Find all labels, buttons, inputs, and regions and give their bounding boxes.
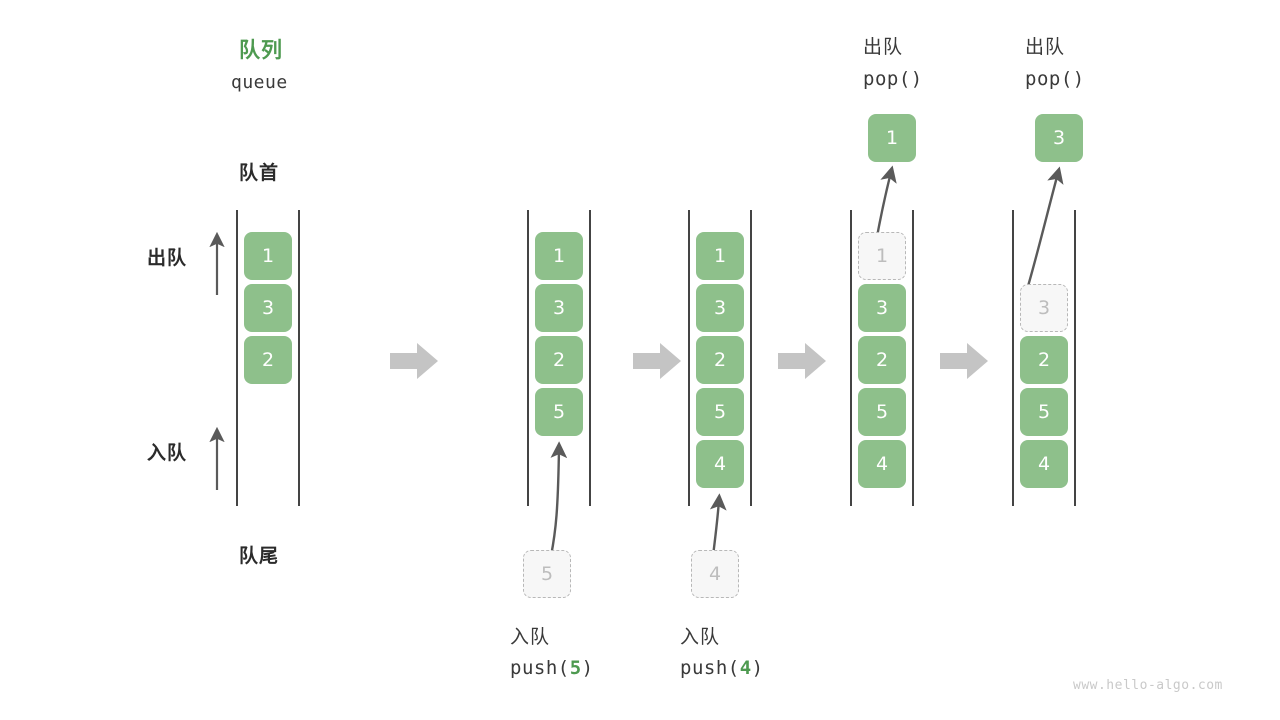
header-pop-1-cn: 出队 <box>863 36 904 58</box>
popped-element-1: 1 <box>868 114 916 162</box>
rail-left <box>850 210 852 506</box>
label-queue-rear: 队尾 <box>239 545 280 567</box>
column-initial-queue: 1 3 2 <box>236 210 300 506</box>
code-prefix: push( <box>510 657 570 679</box>
queue-cell: 2 <box>535 336 583 384</box>
cell-value: 3 <box>713 297 727 319</box>
rail-left <box>1012 210 1014 506</box>
cell-value: 1 <box>875 245 889 267</box>
cell-value: 5 <box>875 401 889 423</box>
queue-cell: 2 <box>1020 336 1068 384</box>
code-arg: 5 <box>569 657 582 679</box>
page-title-cn: 队列 <box>239 38 283 62</box>
cell-value: 1 <box>885 127 899 149</box>
cell-value: 4 <box>1037 453 1051 475</box>
column-queue-after-push-4: 1 3 2 5 4 <box>688 210 752 506</box>
cell-value: 2 <box>875 349 889 371</box>
popped-element-3: 3 <box>1035 114 1083 162</box>
rail-left <box>236 210 238 506</box>
queue-cell: 1 <box>696 232 744 280</box>
cell-value: 3 <box>1037 297 1051 319</box>
rail-right <box>750 210 752 506</box>
step-arrow-icon <box>940 343 988 379</box>
label-enqueue: 入队 <box>147 442 188 464</box>
caption-push-5-cn: 入队 <box>510 626 551 648</box>
queue-cell: 2 <box>244 336 292 384</box>
cell-value: 4 <box>708 563 722 585</box>
watermark: www.hello-algo.com <box>1073 678 1223 693</box>
queue-cell: 4 <box>858 440 906 488</box>
column-queue-after-pop-3: 3 2 5 4 <box>1012 210 1076 506</box>
cell-value: 3 <box>1052 127 1066 149</box>
step-arrow-icon <box>778 343 826 379</box>
queue-cell: 5 <box>535 388 583 436</box>
column-queue-after-pop-1: 1 3 2 5 4 <box>850 210 914 506</box>
column-queue-after-push-5: 1 3 2 5 <box>527 210 591 506</box>
queue-cell: 3 <box>535 284 583 332</box>
push-4-arrow <box>709 493 727 557</box>
label-dequeue: 出队 <box>147 247 188 269</box>
header-pop-3-code: pop() <box>1025 68 1085 90</box>
rail-right <box>589 210 591 506</box>
queue-cell-vacated: 1 <box>858 232 906 280</box>
cell-value: 3 <box>552 297 566 319</box>
cell-value: 2 <box>1037 349 1051 371</box>
cell-value: 1 <box>713 245 727 267</box>
code-suffix: ) <box>581 657 594 679</box>
queue-cell: 3 <box>244 284 292 332</box>
caption-push-4-cn: 入队 <box>680 626 721 648</box>
page-title-en: queue <box>231 72 288 93</box>
header-pop-3-cn: 出队 <box>1025 36 1066 58</box>
rail-right <box>298 210 300 506</box>
cell-value: 5 <box>1037 401 1051 423</box>
caption-push-5-code: push(5) <box>510 657 594 679</box>
cell-value: 5 <box>713 401 727 423</box>
queue-cell: 2 <box>858 336 906 384</box>
queue-cell: 4 <box>1020 440 1068 488</box>
queue-cell-vacated: 3 <box>1020 284 1068 332</box>
code-arg: 4 <box>739 657 752 679</box>
cell-value: 4 <box>713 453 727 475</box>
queue-cell: 5 <box>696 388 744 436</box>
queue-cell: 3 <box>858 284 906 332</box>
incoming-element-4: 4 <box>691 550 739 598</box>
rail-left <box>688 210 690 506</box>
queue-cell: 1 <box>244 232 292 280</box>
cell-value: 2 <box>552 349 566 371</box>
cell-value: 1 <box>552 245 566 267</box>
code-suffix: ) <box>751 657 764 679</box>
cell-value: 2 <box>713 349 727 371</box>
queue-cell: 4 <box>696 440 744 488</box>
queue-cell: 5 <box>1020 388 1068 436</box>
cell-value: 2 <box>261 349 275 371</box>
queue-cell: 3 <box>696 284 744 332</box>
cell-value: 4 <box>875 453 889 475</box>
header-pop-1-code: pop() <box>863 68 923 90</box>
label-queue-front: 队首 <box>239 162 280 184</box>
caption-push-4-code: push(4) <box>680 657 764 679</box>
cell-value: 1 <box>261 245 275 267</box>
queue-cell: 1 <box>535 232 583 280</box>
rail-left <box>527 210 529 506</box>
cell-value: 5 <box>552 401 566 423</box>
step-arrow-icon <box>390 343 438 379</box>
rail-right <box>1074 210 1076 506</box>
cell-value: 5 <box>540 563 554 585</box>
rail-right <box>912 210 914 506</box>
queue-cell: 5 <box>858 388 906 436</box>
queue-cell: 2 <box>696 336 744 384</box>
cell-value: 3 <box>875 297 889 319</box>
code-prefix: push( <box>680 657 740 679</box>
cell-value: 3 <box>261 297 275 319</box>
incoming-element-5: 5 <box>523 550 571 598</box>
step-arrow-icon <box>633 343 681 379</box>
